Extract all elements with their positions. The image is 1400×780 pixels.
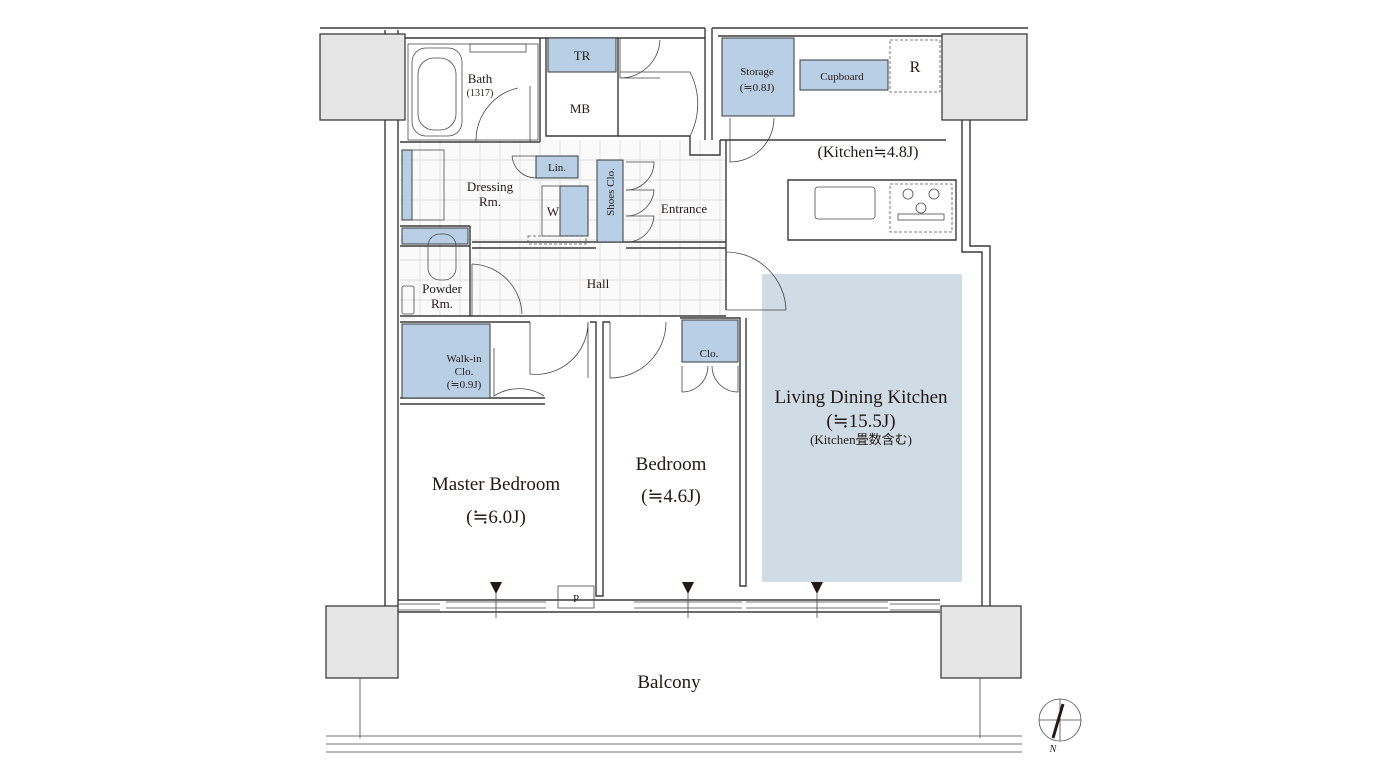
powder-label-line2: Rm. [431,296,453,311]
ldk-floor-area [762,274,962,582]
cupboard-box [799,59,889,91]
dressing-counter [401,149,413,221]
pipe-space-box [557,585,595,609]
dressing-label-line2: Rm. [479,194,501,209]
refrigerator-space [889,39,941,93]
storage-box [721,37,795,117]
cupboard-label: Cupboard [820,71,864,83]
powder-fixtures [401,149,587,315]
storage-size: (≒0.8J) [740,82,775,94]
labels: Bath (1317) TR MB Lin. Shoes Clo. W Dres… [422,48,1058,755]
compass [1038,698,1082,742]
walkin-label-line2: Clo. [455,366,474,378]
column-top-right [941,33,1028,121]
dressing-label-line1: Dressing [467,179,514,194]
linen-label: Lin. [548,162,566,174]
bedroom-size: (≒4.6J) [641,486,701,507]
pipe-space-label: P [573,593,579,605]
bedroom-label: Bedroom [636,454,707,475]
closet-label: Clo. [700,348,719,360]
walkin-label-line1: Walk-in [446,353,482,365]
washer-label: W [547,204,560,219]
stove-area [889,183,953,233]
ldk-size: (≒15.5J) [826,411,895,432]
walkin-label-line3: (≒0.9J) [447,379,482,391]
bath-size: (1317) [467,88,494,99]
ldk-label: Living Dining Kitchen [774,387,948,408]
refrigerator-label: R [910,59,921,76]
shoes-closet-label: Shoes Clo. [605,168,617,216]
powder-label-line1: Powder [422,281,462,296]
sink [814,186,876,220]
bath-label: Bath [468,71,493,86]
storage-label: Storage [740,66,774,78]
compass-north-label: N [1049,744,1058,755]
master-bedroom-label: Master Bedroom [432,474,560,495]
structural-columns [319,33,1028,679]
ldk-note: (Kitchen畳数含む) [810,432,912,447]
balcony-railing [326,678,1022,753]
balcony-label: Balcony [637,672,701,693]
bath-fixtures [407,43,539,141]
column-top-left [319,33,406,121]
master-bedroom-size: (≒6.0J) [466,507,526,528]
tr-label: TR [574,48,591,63]
tr-box [547,37,617,73]
entrance-label: Entrance [661,201,707,216]
windows [398,582,940,618]
kitchen-label: (Kitchen≒4.8J) [818,144,919,161]
washer-pan [559,185,589,237]
outer-walls [320,27,1028,613]
powder-shelf [401,227,469,245]
hall-label: Hall [587,276,610,291]
column-bottom-left [325,605,399,679]
mb-label: MB [570,101,591,116]
kitchen-counter [814,39,953,233]
walkin-closet-box [401,323,491,399]
compass-needle-icon [1051,703,1065,739]
fixtures [401,37,889,399]
column-bottom-right [940,605,1022,679]
interior-walls [400,38,957,597]
shoes-closet-box [596,159,624,243]
linen-box [535,155,579,179]
closet-box [681,319,739,363]
doors [471,38,787,397]
